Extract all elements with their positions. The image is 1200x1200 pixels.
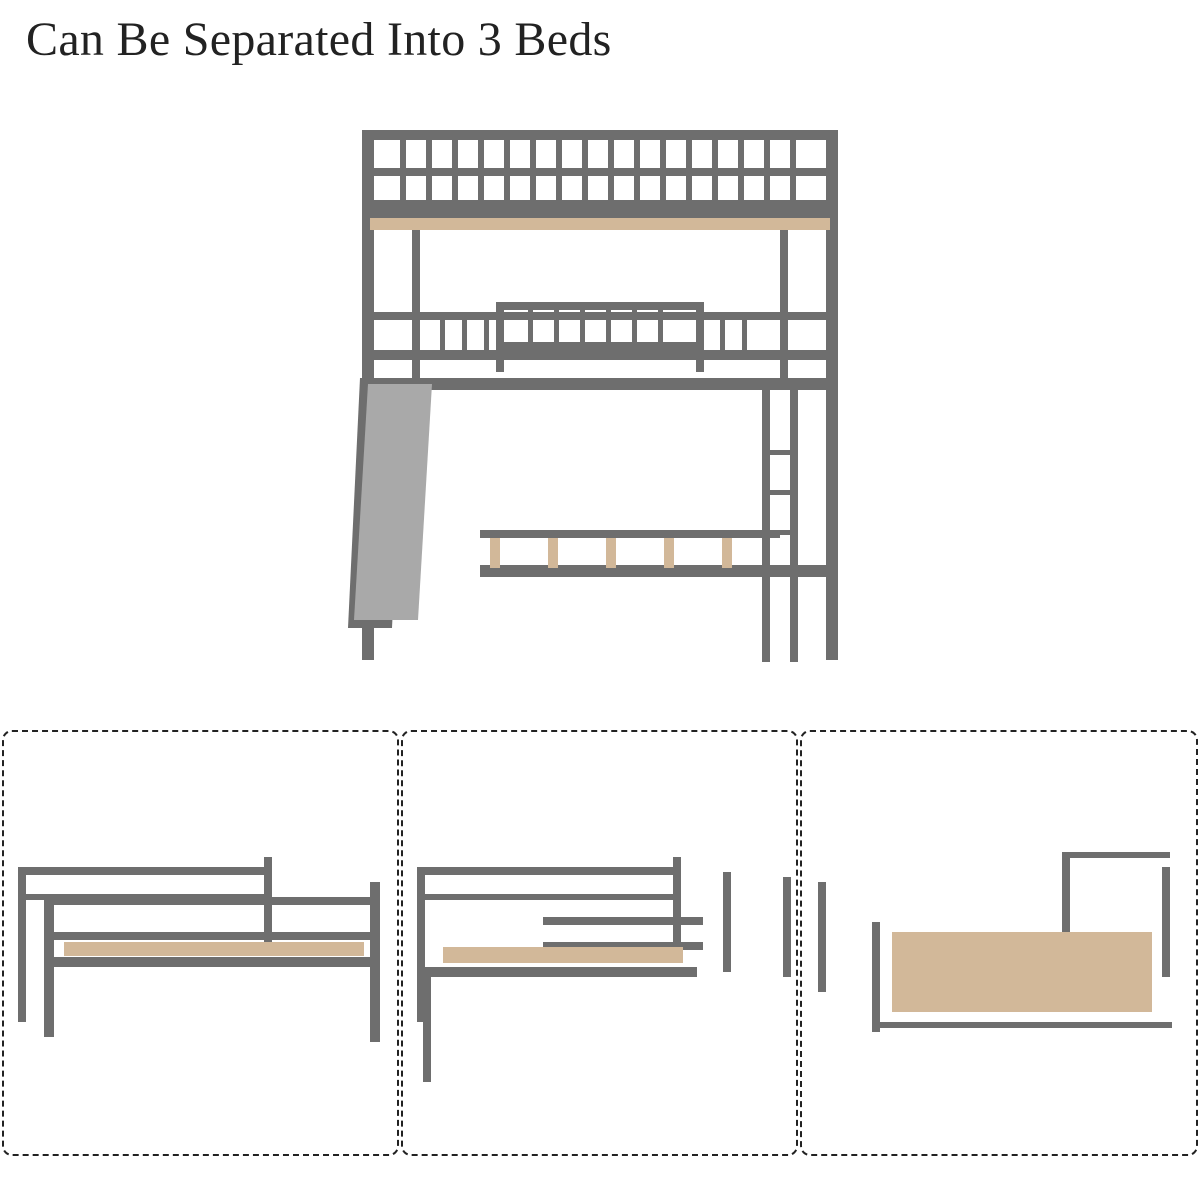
bunk-bed-image	[340, 120, 870, 665]
bed-panel-3	[800, 730, 1198, 1156]
bed-panel-1	[2, 730, 399, 1156]
bed-panel-2	[401, 730, 798, 1156]
page-title: Can Be Separated Into 3 Beds	[26, 13, 612, 66]
